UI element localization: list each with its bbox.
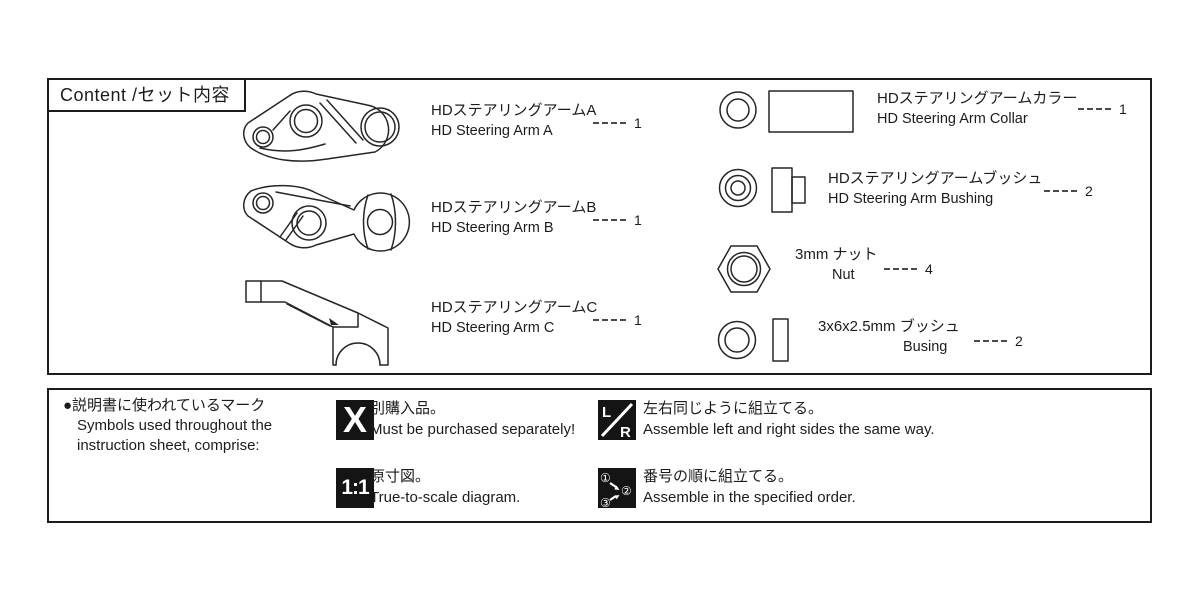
assembly-order-icon: ① ② ③ <box>598 468 636 508</box>
symbol-text-en: True-to-scale diagram. <box>370 489 521 506</box>
part-name-jp: 3mm ナット <box>795 246 878 263</box>
symbol-text-jp: 左右同じように組立てる。 <box>643 400 824 417</box>
symbol-text-en: Assemble in the specified order. <box>643 489 856 506</box>
part-count-arm-b: 1 <box>593 211 642 228</box>
leader-dashes <box>1044 190 1077 192</box>
part-label-collar: HDステアリングアームカラー HD Steering Arm Collar <box>877 88 1077 130</box>
left-right-icon: L R <box>598 400 636 440</box>
symbol-text-en: Must be purchased separately! <box>370 421 576 438</box>
part-label-arm-b: HDステアリングアームB HD Steering Arm B <box>431 197 596 239</box>
part-count-small-bushing: 2 <box>974 332 1023 349</box>
part-name-jp: HDステアリングアームカラー <box>877 90 1078 107</box>
part-count-collar: 1 <box>1078 100 1127 117</box>
purchase-separately-text: 別購入品。 Must be purchased separately! <box>370 398 575 440</box>
part-name-jp: HDステアリングアームブッシュ <box>828 170 1043 187</box>
part-name-jp: HDステアリングアームA <box>431 102 597 119</box>
part-label-arm-a: HDステアリングアームA HD Steering Arm A <box>431 100 596 142</box>
true-to-scale-text: 原寸図。 True-to-scale diagram. <box>370 466 520 508</box>
part-label-bushing: HDステアリングアームブッシュ HD Steering Arm Bushing <box>828 168 1042 210</box>
leader-dashes <box>593 219 626 221</box>
part-qty: 1 <box>634 115 642 131</box>
part-qty: 2 <box>1085 183 1093 199</box>
order-2-glyph: ② <box>621 484 632 498</box>
leader-dashes <box>593 319 626 321</box>
true-to-scale-icon: 1:1 <box>336 468 374 508</box>
part-label-nut: 3mm ナット Nut <box>795 244 878 286</box>
symbols-intro-en2: instruction sheet, comprise: <box>77 437 260 454</box>
leader-dashes <box>1078 108 1111 110</box>
part-count-nut: 4 <box>884 260 933 277</box>
part-label-small-bushing: 3x6x2.5mm ブッシュ Busing <box>818 316 960 358</box>
hd-steering-arm-collar-drawing <box>719 90 854 133</box>
r-glyph: R <box>620 424 631 440</box>
leader-dashes <box>884 268 917 270</box>
part-name-en: HD Steering Arm A <box>431 123 553 139</box>
symbol-text-en: Assemble left and right sides the same w… <box>643 421 935 438</box>
part-qty: 1 <box>1119 101 1127 117</box>
part-name-jp: HDステアリングアームC <box>431 299 598 316</box>
part-name-en: Nut <box>832 267 855 283</box>
hd-steering-arm-a-drawing <box>243 90 400 162</box>
nut-drawing <box>717 245 771 293</box>
symbol-text-jp: 番号の順に組立てる。 <box>643 468 794 485</box>
order-1-glyph: ① <box>600 471 611 485</box>
part-name-en: HD Steering Arm Bushing <box>828 191 994 207</box>
leader-dashes <box>593 122 626 124</box>
part-name-jp: HDステアリングアームB <box>431 199 597 216</box>
hd-steering-arm-b-drawing <box>243 184 411 252</box>
left-right-text: 左右同じように組立てる。 Assemble left and right sid… <box>643 398 935 440</box>
part-count-arm-c: 1 <box>593 311 642 328</box>
small-bushing-drawing <box>717 318 789 362</box>
x-glyph: X <box>342 399 367 440</box>
part-name-jp: 3x6x2.5mm ブッシュ <box>818 318 960 335</box>
symbols-intro-en1: Symbols used throughout the <box>77 417 273 434</box>
symbol-text-jp: 原寸図。 <box>370 468 431 485</box>
leader-dashes <box>974 340 1007 342</box>
order-3-glyph: ③ <box>600 496 611 508</box>
symbols-intro: ●説明書に使われているマーク Symbols used throughout t… <box>63 396 272 456</box>
part-name-en: HD Steering Arm B <box>431 220 554 236</box>
content-header: Content /セット内容 <box>47 78 247 112</box>
part-qty: 4 <box>925 261 933 277</box>
assembly-order-text: 番号の順に組立てる。 Assemble in the specified ord… <box>643 466 856 508</box>
scale-glyph: 1:1 <box>341 476 369 499</box>
hd-steering-arm-bushing-drawing <box>718 167 806 213</box>
symbol-text-jp: 別購入品。 <box>370 400 446 417</box>
purchase-separately-icon: X <box>336 400 374 440</box>
part-qty: 1 <box>634 212 642 228</box>
part-name-en: HD Steering Arm C <box>431 320 555 336</box>
part-label-arm-c: HDステアリングアームC HD Steering Arm C <box>431 297 597 339</box>
part-name-en: HD Steering Arm Collar <box>877 111 1028 127</box>
hd-steering-arm-c-drawing <box>245 280 389 366</box>
part-count-arm-a: 1 <box>593 114 642 131</box>
part-count-bushing: 2 <box>1044 182 1093 199</box>
symbols-intro-jp: ●説明書に使われているマーク <box>63 397 266 414</box>
part-qty: 2 <box>1015 333 1023 349</box>
part-name-en: Busing <box>903 339 948 355</box>
content-box: Content /セット内容 <box>47 78 1152 375</box>
part-qty: 1 <box>634 312 642 328</box>
l-glyph: L <box>602 404 611 421</box>
